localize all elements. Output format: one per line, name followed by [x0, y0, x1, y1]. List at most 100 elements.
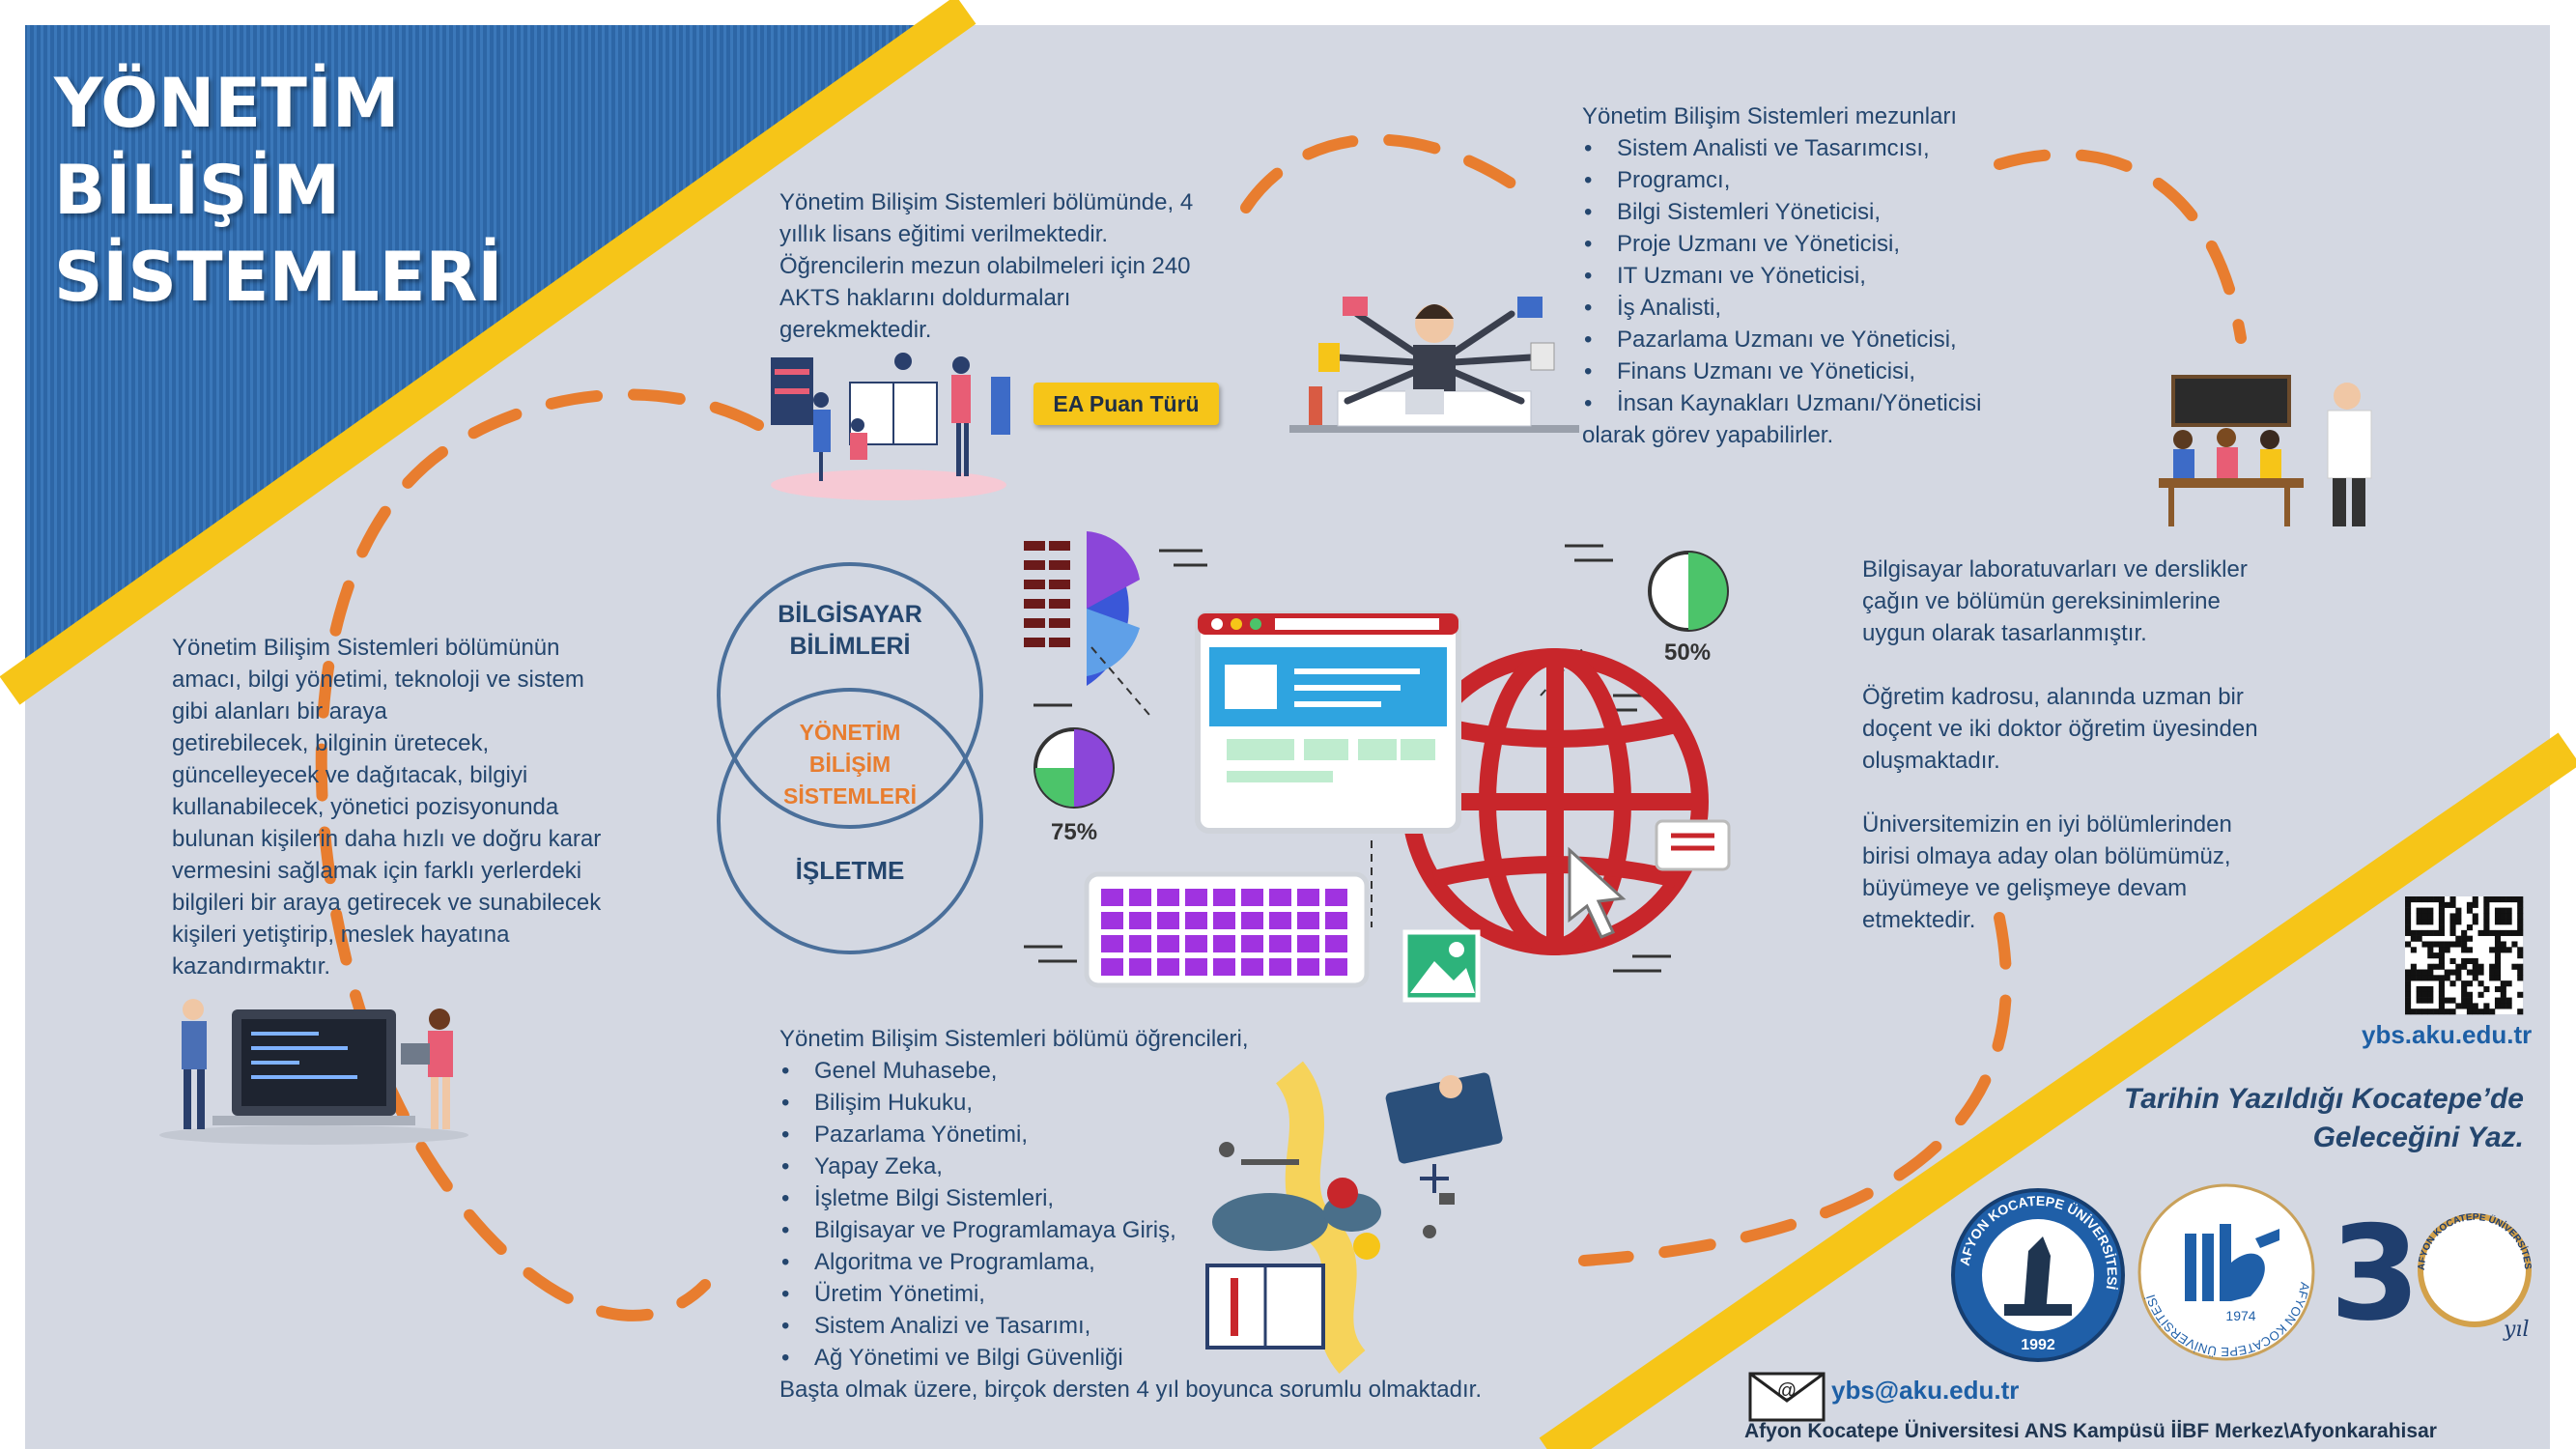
list-item: Programcı,	[1582, 164, 1982, 196]
keyboard-key	[1157, 889, 1179, 906]
intro-line: Öğrencilerin mezun olabilmeleri için 240	[779, 253, 1191, 279]
qr-module	[2500, 947, 2506, 953]
qr-module	[2433, 896, 2440, 903]
qr-module	[2438, 963, 2445, 970]
qr-module	[2461, 1003, 2468, 1009]
qr-module	[2461, 997, 2468, 1004]
qr-module	[2416, 997, 2422, 1004]
qr-module	[2517, 952, 2524, 959]
email-link[interactable]: ybs@aku.edu.tr	[1831, 1376, 2020, 1405]
qr-module	[2438, 1003, 2445, 1009]
qr-module	[2444, 975, 2450, 981]
intro-line: Yönetim Bilişim Sistemleri bölümünde, 4	[779, 189, 1194, 215]
keyboard-key	[1269, 935, 1291, 952]
qr-module	[2483, 919, 2490, 925]
developers-illustration	[159, 999, 468, 1145]
qr-module	[2466, 997, 2474, 1004]
dashed-loop-left	[315, 388, 764, 1321]
qr-module	[2461, 991, 2468, 998]
qr-module	[2444, 997, 2450, 1004]
keyboard-key	[1269, 958, 1291, 976]
list-item: Bilgi Sistemleri Yöneticisi,	[1582, 196, 1982, 228]
svg-text:@: @	[1777, 1380, 1797, 1402]
keyboard-key	[1185, 912, 1207, 929]
qr-module	[2483, 985, 2490, 993]
qr-module	[2494, 975, 2502, 981]
aim-line: bulunan kişilerin daha hızlı ve doğru ka…	[172, 826, 602, 852]
facilities-line: birisi olmaya aday olan bölümümüz,	[1862, 843, 2231, 869]
qr-module	[2438, 985, 2445, 993]
facilities-line: Öğretim kadrosu, alanında uzman bir	[1862, 684, 2244, 710]
qr-module	[2416, 969, 2422, 976]
qr-module	[2421, 975, 2428, 981]
globe-icon	[1401, 648, 1709, 955]
qr-module	[2517, 991, 2524, 998]
qr-module	[2405, 969, 2412, 976]
qr-module	[2483, 913, 2490, 920]
keyboard-key	[1157, 935, 1179, 952]
qr-module	[2461, 957, 2468, 965]
qr-module	[2427, 985, 2434, 993]
qr-module	[2438, 924, 2445, 931]
qr-module	[2410, 947, 2417, 953]
venn-text: BİLİŞİM	[808, 752, 892, 777]
courses-list: Genel Muhasebe, Bilişim Hukuku, Pazarlam…	[779, 1055, 1482, 1374]
qr-module	[2494, 913, 2502, 920]
list-item: Sistem Analizi ve Tasarımı,	[779, 1310, 1482, 1342]
qr-module	[2416, 896, 2422, 903]
image-icon	[1402, 929, 1481, 1003]
website-url[interactable]: ybs.aku.edu.tr	[2362, 1020, 2533, 1049]
courses-footer: Başta olmak üzere, birçok dersten 4 yıl …	[779, 1377, 1483, 1403]
qr-module	[2517, 901, 2524, 908]
qr-module	[2461, 935, 2468, 942]
qr-module	[2449, 919, 2456, 925]
list-item: İnsan Kaynakları Uzmanı/Yöneticisi	[1582, 387, 1982, 419]
qr-module	[2517, 929, 2524, 936]
qr-module	[2483, 1003, 2490, 1009]
percent-label-right: 50%	[1664, 639, 1712, 666]
keyboard-key	[1325, 935, 1347, 952]
keyboard-key	[1129, 912, 1151, 929]
list-item: Proje Uzmanı ve Yöneticisi,	[1582, 228, 1982, 260]
qr-module	[2449, 980, 2456, 987]
qr-module	[2505, 980, 2512, 987]
keyboard-icon	[1084, 871, 1370, 988]
qr-module	[2472, 975, 2478, 981]
qr-module	[2416, 919, 2422, 925]
qr-module	[2500, 941, 2506, 948]
qr-module	[2421, 907, 2428, 914]
list-item: Üretim Yönetimi,	[779, 1278, 1482, 1310]
qr-module	[2472, 896, 2478, 903]
qr-module	[2489, 975, 2496, 981]
list-item: IT Uzmanı ve Yöneticisi,	[1582, 260, 1982, 292]
qr-module	[2455, 913, 2462, 920]
keyboard-key	[1213, 935, 1235, 952]
list-item: İş Analisti,	[1582, 292, 1982, 324]
aim-line: Yönetim Bilişim Sistemleri bölümünün	[172, 635, 560, 661]
keyboard-key	[1213, 958, 1235, 976]
keyboard-key	[1185, 889, 1207, 906]
qr-module	[2517, 1009, 2524, 1015]
qr-module	[2494, 947, 2502, 953]
qr-module	[2472, 901, 2478, 908]
qr-module	[2427, 969, 2434, 976]
qr-module	[2410, 969, 2417, 976]
qr-module	[2433, 1009, 2440, 1015]
qr-module	[2472, 913, 2478, 920]
qr-module	[2517, 913, 2524, 920]
qr-module	[2405, 985, 2412, 993]
qr-module	[2500, 980, 2506, 987]
qr-module	[2455, 969, 2462, 976]
qr-module	[2517, 975, 2524, 981]
qr-module	[2483, 907, 2490, 914]
venn-text: BİLİMLERİ	[789, 633, 911, 660]
qr-module	[2455, 963, 2462, 970]
gauge-75	[1033, 727, 1115, 809]
intro-line: AKTS haklarını doldurmaları	[779, 285, 1071, 311]
qr-module	[2427, 896, 2434, 903]
qr-module	[2494, 957, 2502, 965]
list-item: Genel Muhasebe,	[779, 1055, 1482, 1087]
classroom-illustration	[2159, 375, 2372, 526]
qr-module	[2494, 907, 2502, 914]
ea-score-badge: EA Puan Türü	[1033, 383, 1219, 425]
